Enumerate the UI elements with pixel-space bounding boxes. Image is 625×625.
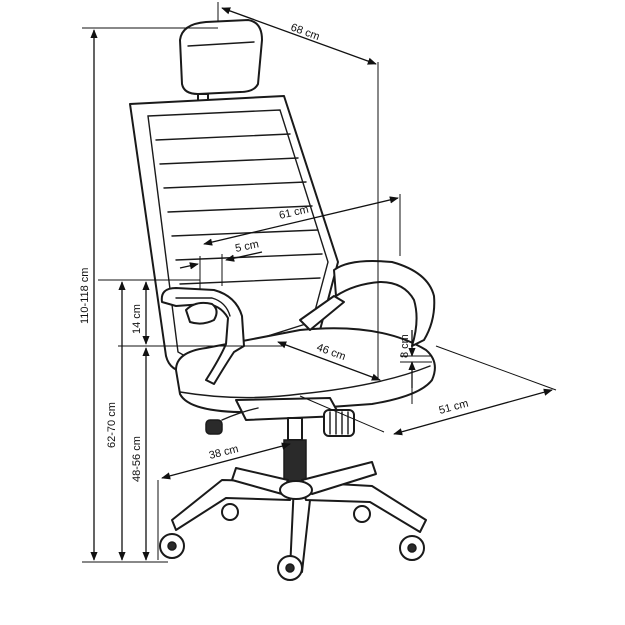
label-armrest-offset: 5 cm [234, 238, 260, 255]
label-total-height: 110-118 cm [79, 268, 91, 324]
tilt-mechanism [205, 397, 355, 437]
label-armrest-height: 14 cm [131, 304, 143, 334]
label-seat-height: 48-56 cm [131, 436, 143, 482]
headrest [179, 19, 263, 109]
gas-lift [283, 417, 307, 487]
label-overall-width: 68 cm [289, 22, 321, 44]
label-seat-thickness: 8 cm [399, 334, 411, 358]
right-armrest [299, 260, 436, 347]
left-armrest [160, 287, 245, 385]
dimension-lines [82, 2, 557, 563]
label-armrest-floor-height: 62-70 cm [106, 402, 118, 448]
chair-illustration [129, 19, 436, 581]
casters [159, 503, 425, 581]
